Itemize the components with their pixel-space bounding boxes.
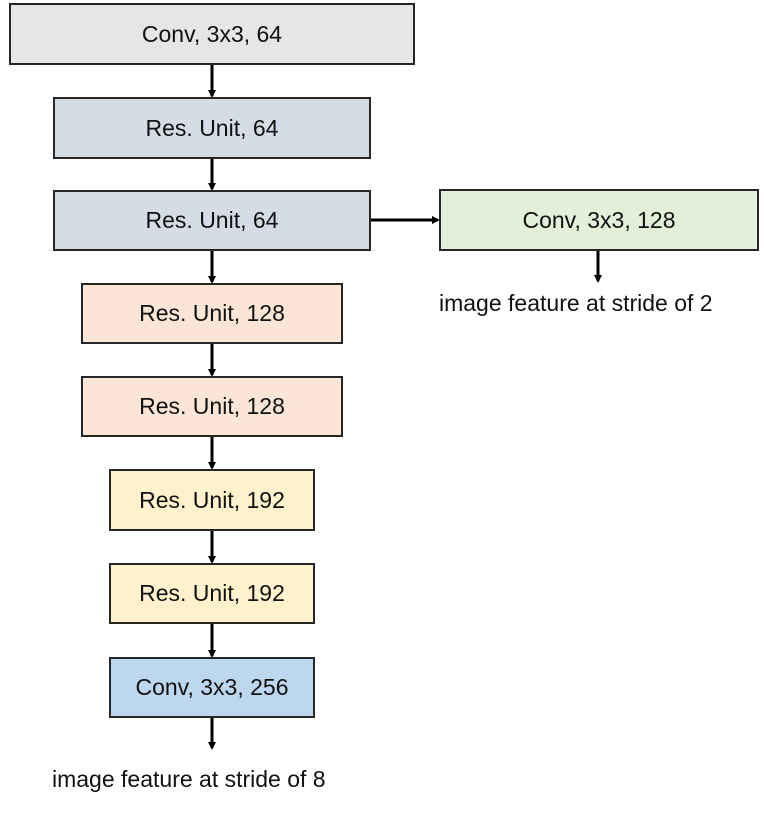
caption-stride-2: image feature at stride of 2 (439, 290, 713, 316)
block-res-unit-128-b: Res. Unit, 128 (81, 376, 343, 437)
caption-stride-8: image feature at stride of 8 (52, 766, 326, 792)
block-res-unit-64-a: Res. Unit, 64 (53, 97, 371, 159)
block-res-unit-192-b: Res. Unit, 192 (109, 563, 315, 624)
block-conv-128-branch: Conv, 3x3, 128 (439, 189, 759, 251)
block-conv-64: Conv, 3x3, 64 (9, 3, 415, 65)
block-res-unit-192-a: Res. Unit, 192 (109, 469, 315, 531)
block-conv-256: Conv, 3x3, 256 (109, 657, 315, 718)
block-res-unit-128-a: Res. Unit, 128 (81, 283, 343, 344)
block-res-unit-64-b: Res. Unit, 64 (53, 190, 371, 251)
